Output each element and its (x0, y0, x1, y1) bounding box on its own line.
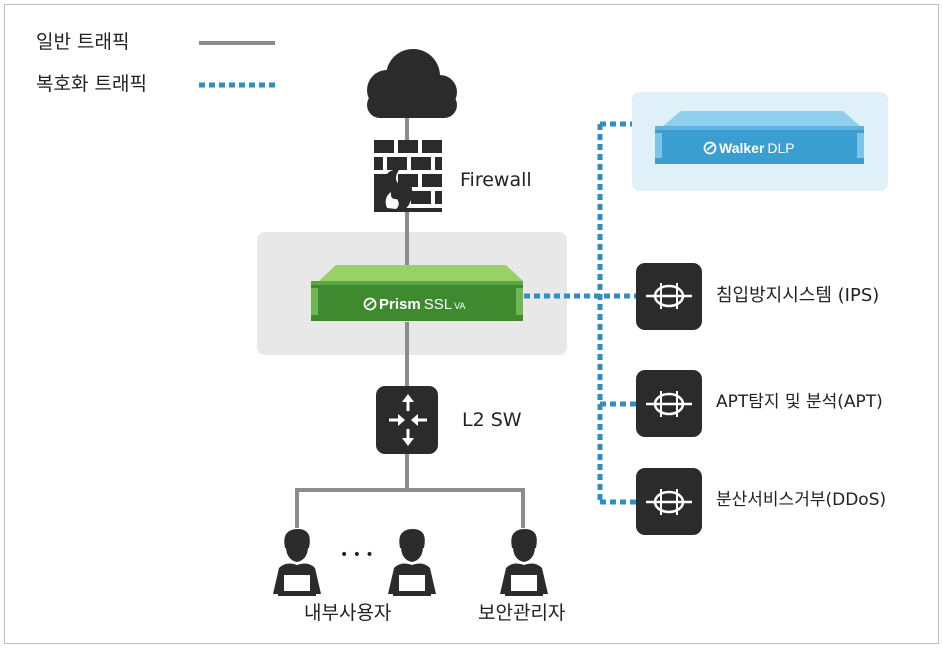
legend-normal-label: 일반 트래픽 (36, 31, 130, 53)
internal-users-label: 내부사용자 (304, 602, 392, 624)
user-icon (388, 529, 436, 596)
walker-logo-icon (703, 141, 717, 155)
apt-label: APT탐지 및 분석(APT) (716, 392, 883, 412)
user-icon (273, 529, 321, 596)
ips-icon (636, 263, 702, 330)
l2-switch-icon (376, 386, 438, 454)
l2-switch-label: L2 SW (462, 409, 522, 431)
legend-decrypted-label: 복호화 트래픽 (36, 73, 147, 95)
ddos-icon (636, 468, 702, 535)
prism-logo-icon (363, 297, 377, 311)
decrypted-traffic-lines (524, 121, 636, 505)
prism-brand: Prism (379, 296, 421, 313)
ddos-label: 분산서비스거부(DDoS) (716, 490, 887, 510)
security-admin-label: 보안관리자 (478, 602, 566, 624)
cloud-icon (367, 49, 457, 118)
walker-brand: Walker (719, 140, 765, 156)
ellipsis-label: • • • (340, 547, 374, 563)
prism-model: SSL (424, 296, 452, 313)
normal-traffic-lines (295, 118, 525, 528)
admin-icon (500, 529, 548, 596)
apt-icon (636, 370, 702, 437)
firewall-label: Firewall (460, 169, 532, 191)
prism-suffix: VA (454, 301, 465, 311)
walker-model: DLP (767, 140, 794, 156)
ips-label: 침입방지시스템 (IPS) (716, 285, 880, 306)
firewall-icon (374, 140, 442, 212)
